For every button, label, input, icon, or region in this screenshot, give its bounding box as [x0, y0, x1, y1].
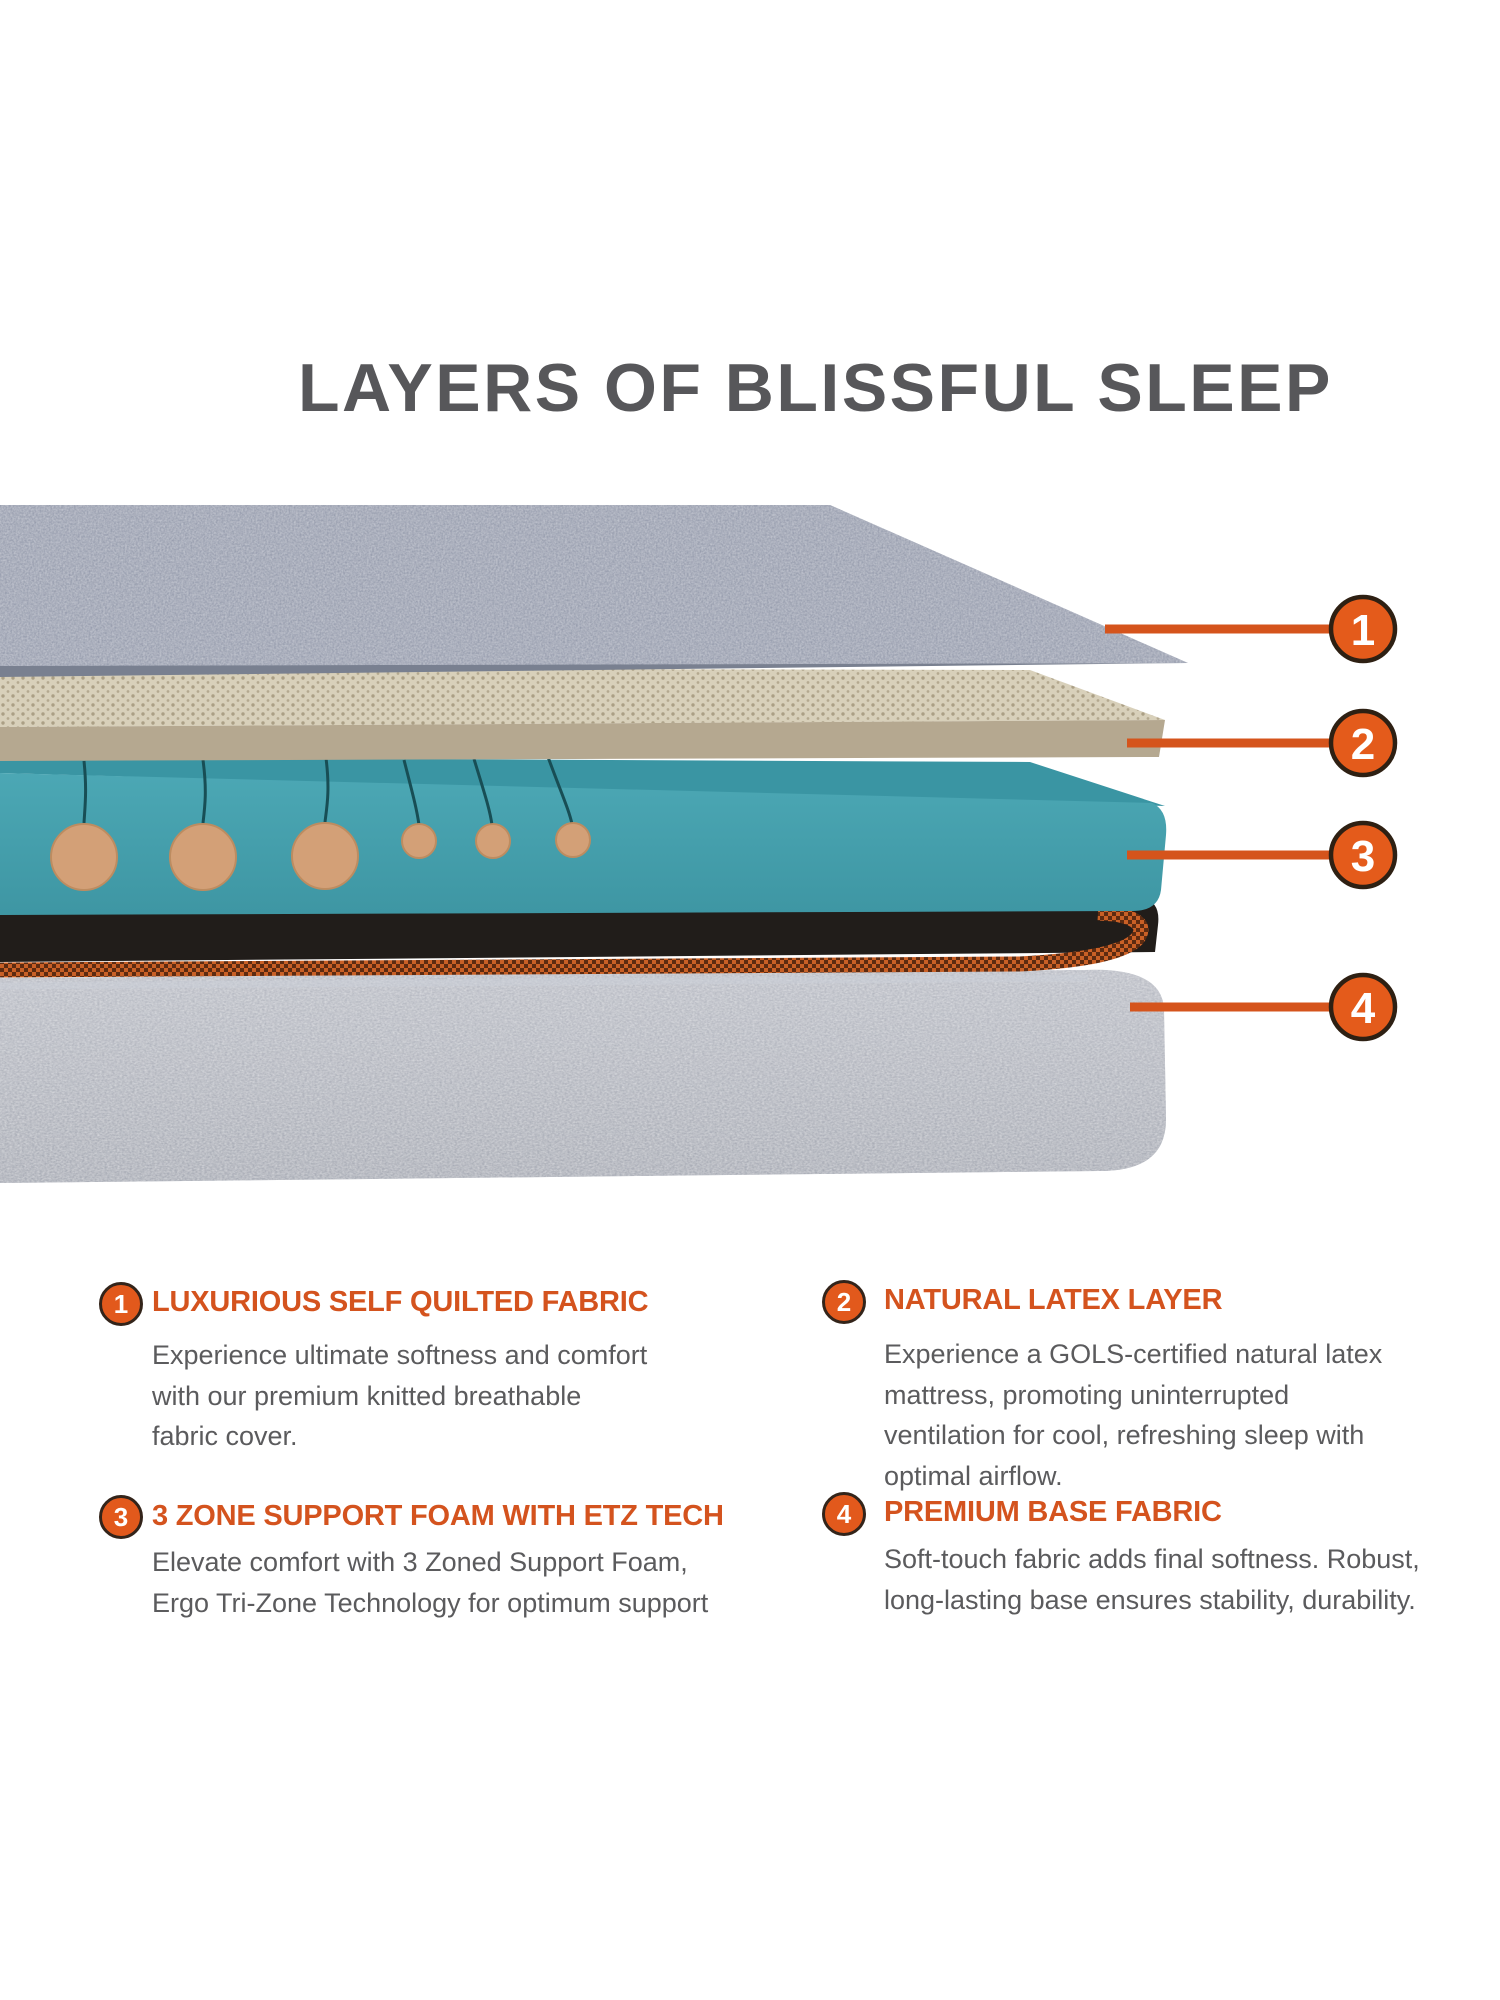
- callout-number-3: 3: [1351, 832, 1375, 881]
- callout-badges: 1 2 3 4: [1328, 594, 1398, 1042]
- block-2-line: optimal airflow.: [884, 1460, 1063, 1491]
- callout-number-2: 2: [1351, 720, 1375, 769]
- layer-quilted-fabric: [0, 505, 1188, 666]
- layer-quilted-edge: [0, 663, 1188, 677]
- block-2-body: Experience a GOLS-certified natural late…: [884, 1334, 1382, 1496]
- callout-circle-1: [1328, 594, 1398, 664]
- block-3-heading: 3 ZONE SUPPORT FOAM WITH ETZ TECH: [152, 1500, 724, 1532]
- block-3-line: Ergo Tri-Zone Technology for optimum sup…: [152, 1587, 709, 1618]
- page-title: LAYERS OF BLISSFUL SLEEP: [298, 350, 1333, 426]
- block-1-line: Experience ultimate softness and comfort: [152, 1340, 648, 1370]
- foam-zone-lines: [82, 756, 574, 826]
- block-1-line: fabric cover.: [152, 1421, 298, 1451]
- block-2-number-badge: 2: [822, 1280, 866, 1324]
- block-1-heading: LUXURIOUS SELF QUILTED FABRIC: [152, 1286, 649, 1318]
- base-orange-trim: [0, 905, 1149, 978]
- block-4-line: Soft-touch fabric adds final softness. R…: [884, 1544, 1420, 1574]
- callout-number-1: 1: [1351, 606, 1375, 655]
- leader-lines: [1105, 624, 1332, 1012]
- callout-circle-4: [1328, 972, 1398, 1042]
- block-4-heading: PREMIUM BASE FABRIC: [884, 1496, 1222, 1528]
- block-4-line: long-lasting base ensures stability, dur…: [884, 1584, 1416, 1615]
- block-1-number-badge: 1: [99, 1282, 143, 1326]
- callout-circle-2: [1328, 708, 1398, 778]
- block-2-line: ventilation for cool, refreshing sleep w…: [884, 1420, 1365, 1450]
- mattress-interior-shadow: [0, 898, 1159, 962]
- layer-base-fabric: [0, 969, 1167, 1183]
- block-4-body: Soft-touch fabric adds final softness. R…: [884, 1539, 1420, 1620]
- block-4-number-badge: 4: [822, 1492, 866, 1536]
- block-1-line: with our premium knitted breathable: [152, 1380, 582, 1411]
- block-2-line: mattress, promoting uninterrupted: [884, 1379, 1290, 1410]
- block-3-line: Elevate comfort with 3 Zoned Support Foa…: [152, 1547, 688, 1577]
- layer-foam-top: [0, 757, 1165, 806]
- layer-latex-top: [0, 668, 1165, 727]
- block-1-body: Experience ultimate softness and comfort…: [152, 1335, 647, 1457]
- block-2-line: Experience a GOLS-certified natural late…: [884, 1339, 1383, 1369]
- block-3-number-badge: 3: [99, 1495, 143, 1539]
- callout-number-4: 4: [1351, 984, 1376, 1033]
- block-3-body: Elevate comfort with 3 Zoned Support Foa…: [152, 1542, 708, 1623]
- block-2-heading: NATURAL LATEX LAYER: [884, 1284, 1223, 1316]
- layer-latex-front: [0, 720, 1165, 761]
- callout-circle-3: [1328, 820, 1398, 890]
- foam-copper-dots: [50, 822, 591, 891]
- base-top-highlight: [0, 974, 1089, 990]
- mattress-layers-diagram: 1 2 3 4: [0, 505, 1398, 1183]
